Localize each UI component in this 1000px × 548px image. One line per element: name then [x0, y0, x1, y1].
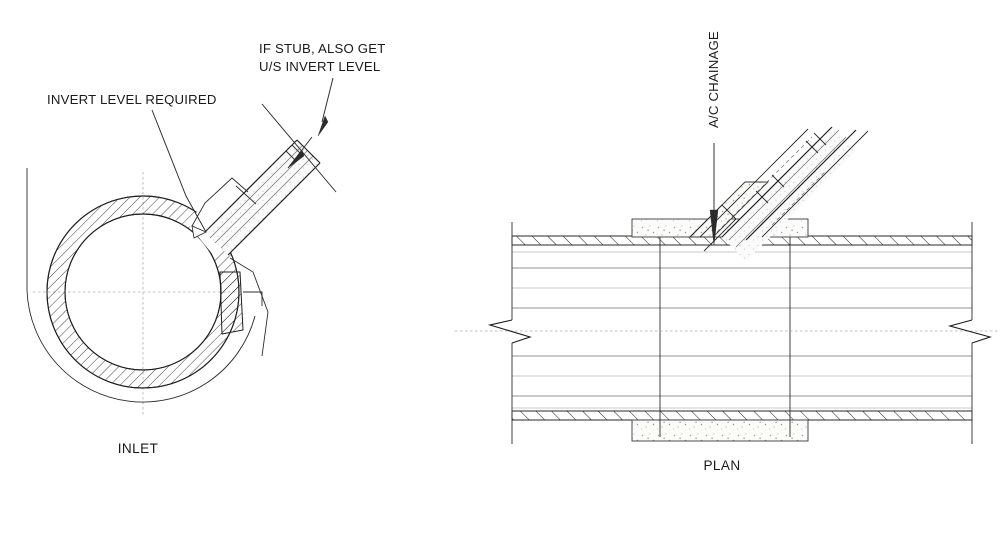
slim-filled-arrow-icon-chainage [709, 209, 719, 246]
open-arrow-icon [191, 225, 208, 239]
plan-haunch-bottom [631, 419, 809, 442]
plan-branch-pipe [688, 126, 869, 261]
annotation-ac-chainage: A/C CHAINAGE [706, 31, 721, 246]
inlet-caption: INLET [118, 441, 159, 456]
annotation-invert-level-required-leader [151, 109, 207, 233]
slim-filled-arrow-icon-secondary [287, 149, 305, 169]
inlet-haunch-upper-edge [235, 185, 257, 205]
inlet-haunch-upper [191, 177, 249, 227]
annotation-if-stub-crosshair-a [261, 103, 337, 193]
plan-pipe-curvature-lines [512, 251, 972, 409]
inlet-view [26, 139, 321, 416]
inlet-key-leader [243, 291, 263, 306]
annotation-if-stub-line-2: U/S INVERT LEVEL [259, 59, 380, 74]
annotation-if-stub-line-1: IF STUB, ALSO GET [259, 41, 386, 56]
annotation-layer: INVERT LEVEL REQUIRED IF STUB, ALSO GET … [47, 31, 721, 246]
break-symbol-left [487, 319, 532, 344]
plan-caption: PLAN [703, 458, 740, 473]
plan-branch-surround [688, 181, 770, 238]
annotation-if-stub-leader [321, 77, 334, 123]
annotation-if-stub: IF STUB, ALSO GET U/S INVERT LEVEL [259, 41, 386, 193]
annotation-invert-level-required-line-1: INVERT LEVEL REQUIRED [47, 92, 217, 107]
caption-layer: INLET PLAN [118, 441, 740, 473]
plan-pipe-wall-bottom [511, 410, 973, 421]
annotation-ac-chainage-label: A/C CHAINAGE [706, 31, 721, 128]
inlet-branch-pipe [204, 139, 321, 256]
annotation-invert-level-required: INVERT LEVEL REQUIRED [47, 92, 217, 239]
inlet-key-block [219, 271, 244, 335]
inlet-surround-arc [26, 289, 256, 403]
break-symbol-right [947, 319, 992, 344]
slim-filled-arrow-icon [317, 115, 329, 137]
plan-pipe-body [512, 236, 972, 420]
plan-view [455, 126, 1000, 444]
